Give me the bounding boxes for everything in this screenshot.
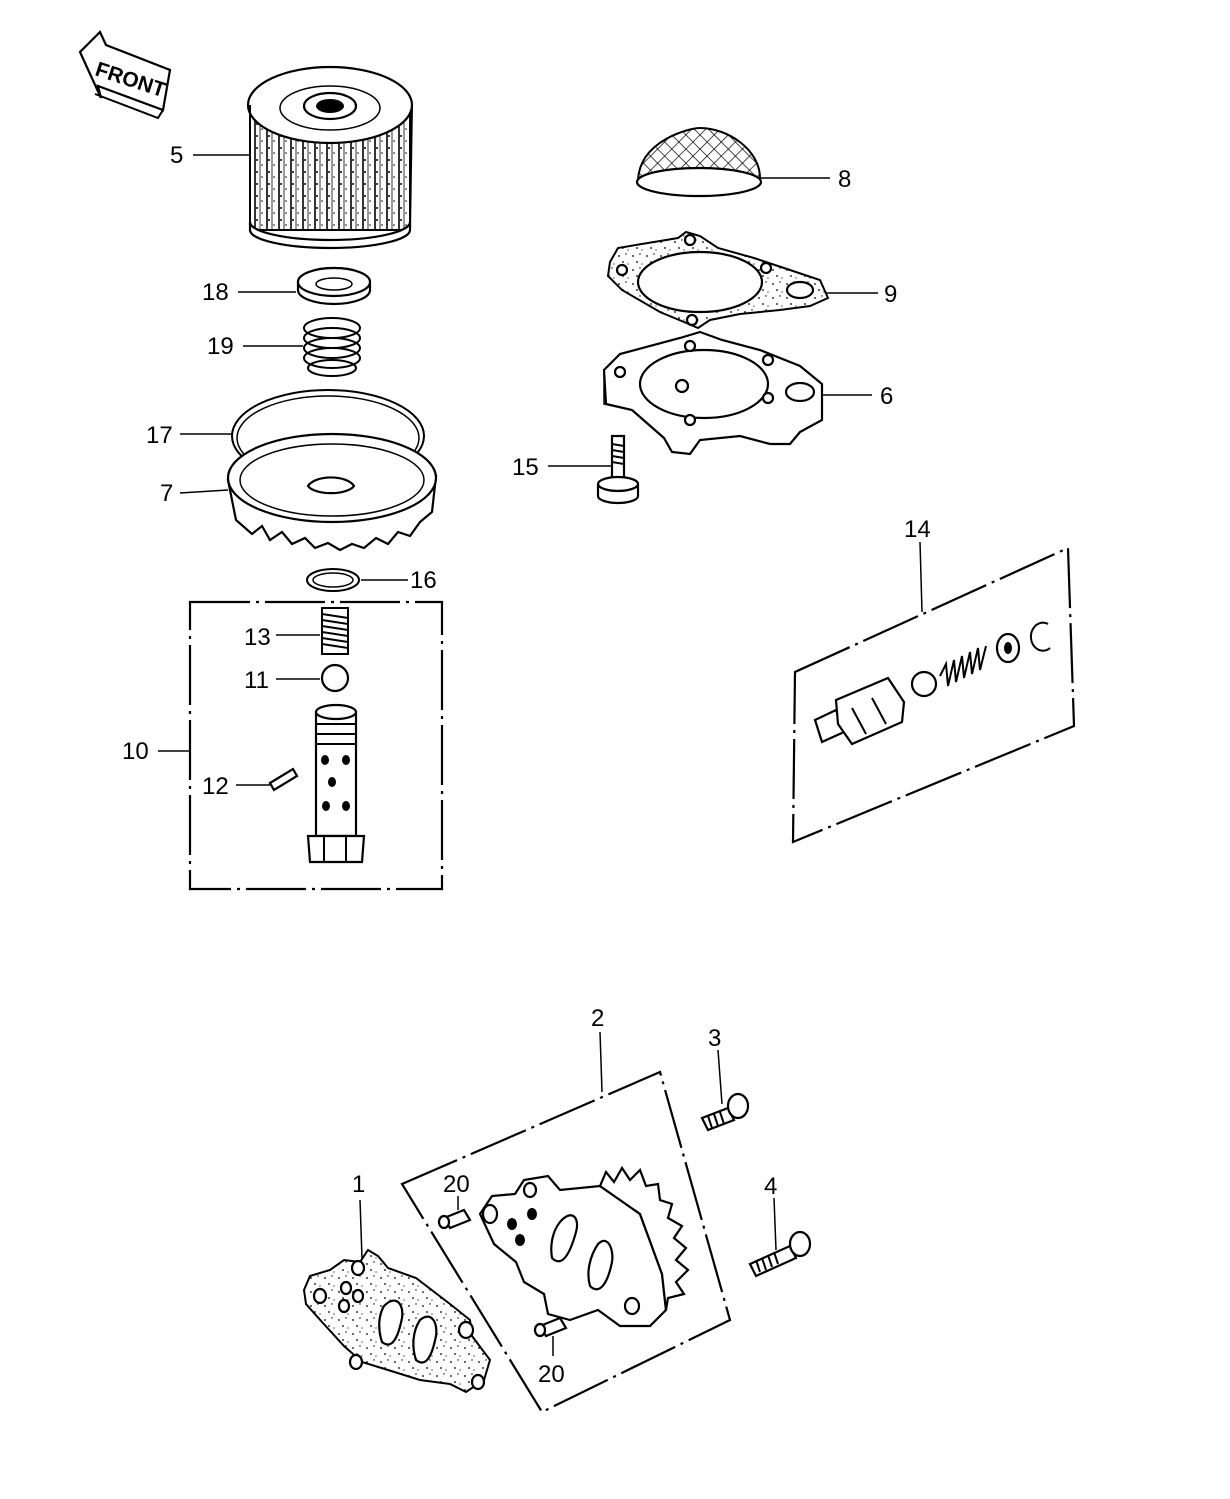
callout-5: 5	[170, 142, 183, 169]
oil-pump-gasket	[302, 1248, 492, 1394]
steel-ball	[320, 663, 350, 693]
filter-washer	[296, 266, 372, 306]
housing-bolt	[596, 434, 640, 505]
callout-11: 11	[244, 667, 269, 694]
callout-6: 6	[880, 383, 893, 410]
pump-dowel-pin-upper	[437, 1208, 472, 1230]
relief-valve-assembly-box	[188, 600, 444, 891]
pump-dowel-pin-lower	[533, 1316, 568, 1338]
oil-pump-assembly-box	[400, 1070, 732, 1414]
oil-screen-housing	[602, 330, 824, 456]
oil-screen	[635, 126, 763, 198]
callout-12: 12	[202, 773, 229, 800]
oil-screen-gasket	[606, 230, 830, 330]
callout-9: 9	[884, 281, 897, 308]
bypass-spring	[303, 317, 361, 377]
filter-cover	[226, 432, 438, 552]
callout-15: 15	[512, 454, 539, 481]
relief-valve-body	[306, 703, 366, 864]
bypass-valve-parts	[813, 621, 1051, 746]
callout-13: 13	[244, 624, 271, 651]
callout-18: 18	[202, 279, 229, 306]
callout-10: 10	[122, 738, 149, 765]
bypass-valve-assembly-box	[791, 546, 1076, 844]
callout-3: 3	[708, 1025, 721, 1052]
callout-2: 2	[591, 1005, 604, 1032]
callout-20-lower: 20	[538, 1361, 565, 1388]
callout-16: 16	[410, 567, 437, 594]
callout-17: 17	[146, 422, 173, 449]
front-arrow-icon: FRONT	[78, 30, 172, 120]
valve-spring	[321, 607, 349, 655]
callout-7: 7	[160, 480, 173, 507]
callout-1: 1	[352, 1171, 365, 1198]
pump-bolt-long	[748, 1230, 812, 1278]
pump-bolt-short	[700, 1092, 750, 1132]
oil-filter-element	[246, 65, 414, 250]
callout-20-upper: 20	[443, 1171, 470, 1198]
callout-14: 14	[904, 516, 931, 543]
callout-8: 8	[838, 166, 851, 193]
oil-pump-body	[478, 1165, 690, 1328]
o-ring-small	[306, 568, 360, 592]
dowel-pin	[268, 767, 299, 792]
callout-19: 19	[207, 333, 234, 360]
callout-4: 4	[764, 1173, 777, 1200]
